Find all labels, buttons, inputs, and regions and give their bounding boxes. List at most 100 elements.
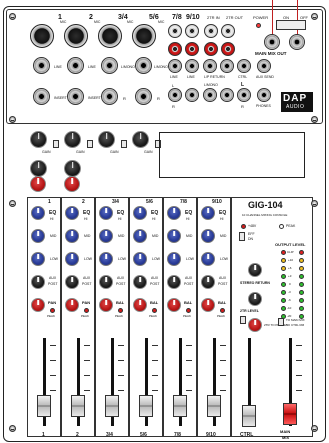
strip5-hi-knob[interactable] (167, 206, 181, 220)
two-tr-in-rca-white[interactable] (204, 24, 218, 38)
stereo-return-knob[interactable] (248, 263, 262, 277)
strip3-low-knob[interactable] (99, 252, 113, 266)
strip3-mid-knob[interactable] (99, 229, 113, 243)
strip2-fader[interactable] (71, 395, 85, 417)
ch7-gain-knob[interactable] (30, 176, 46, 192)
ch78-line-jack[interactable] (168, 59, 182, 73)
two-tr-out-rca-red[interactable] (221, 42, 235, 56)
switch-button[interactable] (121, 140, 127, 148)
output-level-label: OUTPUT LEVEL (275, 242, 306, 247)
switch-button[interactable] (87, 140, 93, 148)
ch1-gain-knob[interactable] (30, 131, 47, 148)
strip6-aux-knob[interactable] (201, 275, 215, 289)
strip6-mid-knob[interactable] (201, 229, 215, 243)
two-tr-in-rca-red[interactable] (204, 42, 218, 56)
ch78-l-jack[interactable] (168, 88, 182, 102)
ch34-line-jack[interactable] (101, 57, 118, 74)
two-tr-out-rca-white[interactable] (221, 24, 235, 38)
strip2-low-knob[interactable] (65, 252, 79, 266)
ctrl-fader[interactable] (242, 405, 256, 427)
ch2-xlr-jack[interactable] (64, 24, 88, 48)
two-tr-to-phones-switch[interactable] (240, 316, 246, 324)
to-main-switch[interactable] (278, 318, 284, 326)
ch4-gain-knob[interactable] (132, 131, 149, 148)
ch56-line-jack[interactable] (135, 57, 152, 74)
aux-send-jack[interactable] (257, 59, 271, 73)
strip-frame (163, 197, 197, 437)
strip2-pan-knob[interactable] (65, 298, 79, 312)
strip6-low-knob[interactable] (201, 252, 215, 266)
strip3-fader[interactable] (105, 395, 119, 417)
ch34-xlr-jack[interactable] (98, 24, 122, 48)
strip5-low-knob[interactable] (167, 252, 181, 266)
ch78-rca-white[interactable] (168, 24, 182, 38)
strip4-pan-knob[interactable] (133, 298, 147, 312)
ch34-r-jack[interactable] (101, 88, 118, 105)
strip3-pan-knob[interactable] (99, 298, 113, 312)
ch78-rca-red[interactable] (168, 42, 182, 56)
fader-scale (84, 345, 90, 346)
strip3-hi-knob[interactable] (99, 206, 113, 220)
switch-button[interactable] (155, 140, 161, 148)
ctrl-level-knob[interactable] (248, 318, 262, 332)
strip5-aux-knob[interactable] (167, 275, 181, 289)
strip4-mid-knob[interactable] (133, 229, 147, 243)
strip1-low-knob[interactable] (31, 252, 45, 266)
main-mix-fader[interactable] (283, 403, 297, 425)
strip4-low-knob[interactable] (133, 252, 147, 266)
ch2-insert-jack[interactable] (67, 88, 84, 105)
strip-bottom-label: 2 (76, 432, 79, 438)
return2-r-jack[interactable] (220, 88, 234, 102)
ch1-xlr-jack[interactable] (30, 24, 54, 48)
ch910-rca-white[interactable] (185, 24, 199, 38)
strip1-hi-knob[interactable] (31, 206, 45, 220)
ctrl-jack[interactable] (237, 59, 251, 73)
strip4-fader[interactable] (139, 395, 153, 417)
ch6-gain-knob[interactable] (64, 160, 81, 177)
strip1-aux-knob[interactable] (31, 275, 45, 289)
strip2-hi-knob[interactable] (65, 206, 79, 220)
meter-led-r (299, 266, 304, 271)
return-l-jack[interactable] (203, 59, 217, 73)
strip2-aux-knob[interactable] (65, 275, 79, 289)
ch78-r-jack[interactable] (185, 88, 199, 102)
power-switch[interactable] (276, 20, 306, 30)
strip4-aux-knob[interactable] (133, 275, 147, 289)
main-mix-out-left-jack[interactable] (264, 34, 280, 50)
strip6-hi-knob[interactable] (201, 206, 215, 220)
strip6-fader[interactable] (207, 395, 221, 417)
meter-db-label: +6 (288, 266, 292, 270)
strip3-aux-knob[interactable] (99, 275, 113, 289)
two-tr-level-knob[interactable] (248, 292, 262, 306)
strip5-pan-knob[interactable] (167, 298, 181, 312)
ch2-gain-knob[interactable] (64, 131, 81, 148)
ch910-line-jack[interactable] (185, 59, 199, 73)
phones-jack[interactable] (257, 88, 271, 102)
ch3-gain-knob[interactable] (98, 131, 115, 148)
ch8-gain-knob[interactable] (64, 176, 80, 192)
strip1-mid-knob[interactable] (31, 229, 45, 243)
strip1-pan-knob[interactable] (31, 298, 45, 312)
ch2-line-jack[interactable] (67, 57, 84, 74)
switch-button[interactable] (53, 140, 59, 148)
phantom-switch[interactable] (239, 232, 245, 241)
ch56-r-jack[interactable] (135, 88, 152, 105)
main-mix-out-right-jack[interactable] (289, 34, 305, 50)
strip5-mid-knob[interactable] (167, 229, 181, 243)
return2-l-jack[interactable] (203, 88, 217, 102)
fader-scale (220, 375, 226, 376)
strip1-fader[interactable] (37, 395, 51, 417)
return-r-jack[interactable] (220, 59, 234, 73)
ch910-rca-red[interactable] (185, 42, 199, 56)
ch1-line-jack[interactable] (33, 57, 50, 74)
big-l-jack[interactable] (237, 88, 251, 102)
strip4-hi-knob[interactable] (133, 206, 147, 220)
strip6-pan-knob[interactable] (201, 298, 215, 312)
ch5-gain-knob[interactable] (30, 160, 47, 177)
strip2-mid-knob[interactable] (65, 229, 79, 243)
gain-label: GAIN (110, 150, 119, 154)
meter-led-r (299, 306, 304, 311)
strip5-fader[interactable] (173, 395, 187, 417)
ch1-insert-jack[interactable] (33, 88, 50, 105)
ch56-xlr-jack[interactable] (132, 24, 156, 48)
